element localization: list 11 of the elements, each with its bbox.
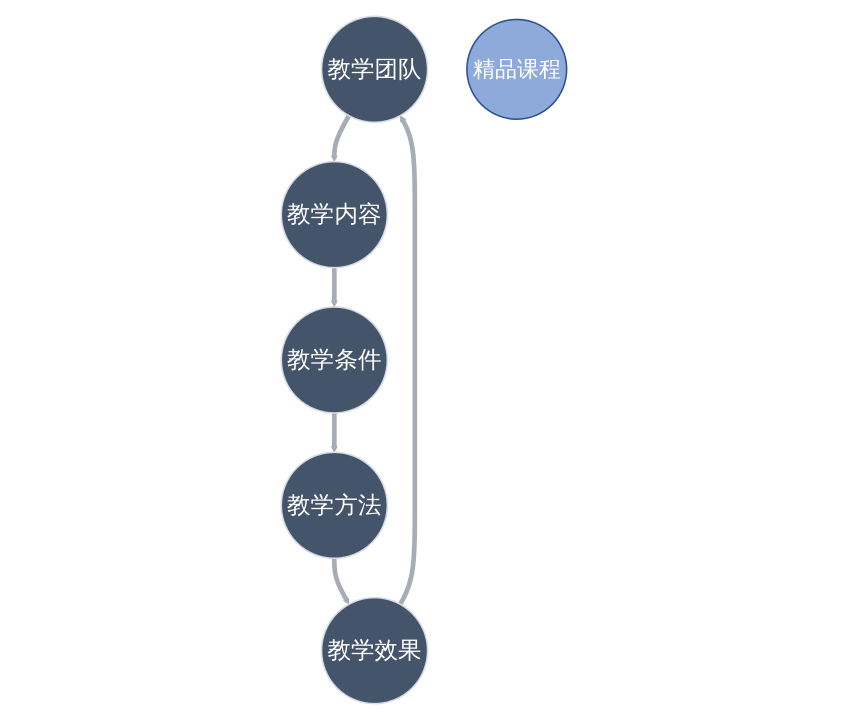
node-circle: 教学团队 (320, 16, 428, 124)
arrow (332, 558, 350, 605)
node-circle: 精品课程 (466, 18, 568, 120)
node-circle: 教学方法 (280, 452, 388, 560)
node-circle: 教学效果 (320, 596, 428, 704)
node-circle: 教学条件 (280, 306, 388, 414)
arrow (330, 413, 338, 453)
node-circle: 教学内容 (280, 160, 388, 268)
arrow (398, 115, 418, 606)
arrow (330, 114, 351, 162)
arrow (330, 268, 338, 308)
